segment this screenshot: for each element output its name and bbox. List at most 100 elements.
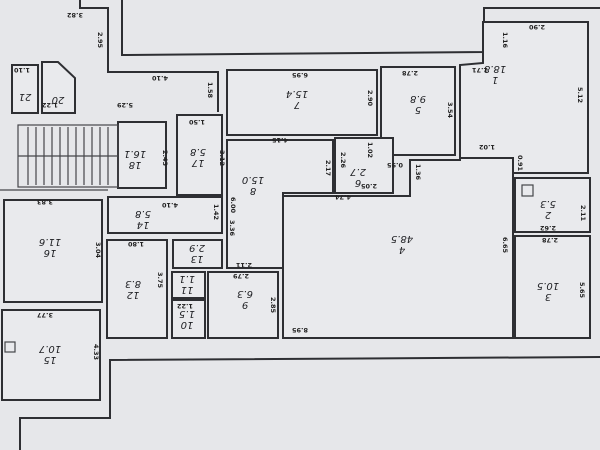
dimension-label: 4.10 (152, 74, 169, 82)
room-label: 101.5 (179, 308, 195, 330)
dimension-label: 6.00 (229, 197, 237, 214)
dimension-label: 2.90 (529, 23, 546, 31)
dimension-label: 8.95 (292, 326, 309, 334)
dimension-label: 1.22 (177, 302, 193, 310)
room-area: 5.8 (190, 146, 206, 157)
dimension-label: 2.78 (542, 236, 559, 244)
dimension-label: 2.43 (161, 150, 169, 166)
room-number: 20 (52, 94, 65, 105)
dimension-label: 1.02 (479, 143, 495, 151)
room-number: 1 (492, 74, 498, 85)
dimension-label: 1.50 (189, 118, 206, 126)
dimension-label: 3.36 (228, 220, 236, 237)
room-label: 175.8 (190, 146, 206, 168)
room-label: 815.0 (242, 174, 264, 196)
room-label: 118.8 (484, 63, 506, 85)
dimension-label: 4.74 (335, 193, 352, 201)
dimension-label: 1.16 (501, 32, 509, 49)
room-label: 62.7 (349, 166, 366, 188)
dimension-label: 4.10 (162, 201, 179, 209)
room-4 (282, 157, 514, 339)
room-label: 132.9 (189, 242, 205, 264)
room-2 (514, 177, 591, 233)
room-label: 1510.7 (38, 343, 61, 365)
dimension-label: 0.95 (387, 161, 404, 169)
room-labels: 118.825.3310.5448.559.862.7715.4815.096.… (19, 63, 560, 365)
room-area: 1.1 (179, 273, 195, 284)
dimension-label: 1.22 (42, 101, 58, 109)
room-area: 9.8 (410, 93, 426, 104)
room-label: 96.3 (237, 288, 253, 310)
room-number: 3 (545, 291, 551, 302)
room-14 (107, 196, 223, 234)
room-16 (3, 199, 103, 303)
room-label: 21 (19, 91, 32, 102)
room-label: 111.1 (179, 273, 195, 295)
room-area: 2.9 (189, 242, 205, 253)
room-area: 10.7 (38, 343, 61, 354)
dimension-label: 1.42 (212, 204, 220, 220)
dimension-label: 1.58 (206, 82, 214, 99)
dimension-label: 3.12 (218, 150, 226, 166)
room-area: 18.8 (484, 63, 506, 74)
room-3 (514, 235, 591, 339)
dimension-label: 2.79 (233, 272, 250, 280)
dimension-label: 4.33 (92, 344, 100, 360)
dimension-label: 2.78 (402, 69, 419, 77)
room-number: 14 (137, 219, 150, 230)
dimension-label: 1.71 (472, 66, 489, 74)
dimension-label: 1.10 (14, 66, 31, 74)
room-number: 17 (191, 157, 204, 168)
room-number: 12 (127, 289, 140, 300)
room-area: 11.6 (39, 236, 61, 247)
room-10 (171, 299, 206, 339)
room-number: 5 (415, 104, 421, 115)
room-label: 25.3 (540, 198, 556, 220)
room-label: 128.3 (125, 278, 141, 300)
room-11 (171, 271, 206, 299)
room-7 (226, 69, 378, 136)
room-area: 6.3 (237, 288, 253, 299)
dimension-label: 5.65 (578, 282, 586, 299)
room-area: 5.3 (540, 198, 556, 209)
room-label: 145.8 (135, 208, 151, 230)
room-label: 20 (52, 94, 65, 105)
room-number: 18 (129, 159, 142, 170)
room-15 (1, 309, 101, 401)
room-number: 21 (19, 91, 32, 102)
dimension-label: 0.91 (516, 155, 524, 172)
room-area: 10.5 (537, 280, 559, 291)
room-20 (41, 61, 76, 114)
room-area: 16.1 (124, 148, 146, 159)
room-label: 715.4 (286, 88, 308, 110)
dimension-label: 3.75 (156, 272, 164, 289)
room-number: 10 (181, 319, 194, 330)
dimension-label: 2.62 (540, 224, 556, 232)
dimension-label: 3.82 (67, 11, 83, 19)
dimension-label: 2.17 (324, 160, 332, 176)
dimension-label: 2.05 (361, 182, 378, 190)
room-area: 2.7 (349, 166, 366, 177)
dimension-label: 3.04 (94, 242, 102, 259)
rooms (1, 21, 591, 401)
dimension-label: 3.77 (37, 311, 53, 319)
dimension-label: 5.29 (117, 101, 134, 109)
dimension-label: 3.83 (37, 198, 53, 206)
room-21 (11, 64, 39, 114)
room-number: 6 (355, 177, 361, 188)
room-area: 1.5 (179, 308, 195, 319)
room-8 (226, 139, 334, 269)
room-number: 2 (545, 209, 551, 220)
dimension-label: 1.02 (366, 142, 374, 158)
room-label: 1611.6 (39, 236, 61, 258)
room-13 (172, 239, 223, 269)
room-17 (176, 114, 223, 196)
dimension-label: 4.15 (272, 136, 289, 144)
room-number: 16 (44, 247, 57, 258)
room-6 (334, 137, 394, 194)
room-18 (117, 121, 167, 189)
dimension-label: 1.36 (414, 164, 422, 181)
room-area: 15.4 (286, 88, 308, 99)
room-area: 15.0 (242, 174, 264, 185)
